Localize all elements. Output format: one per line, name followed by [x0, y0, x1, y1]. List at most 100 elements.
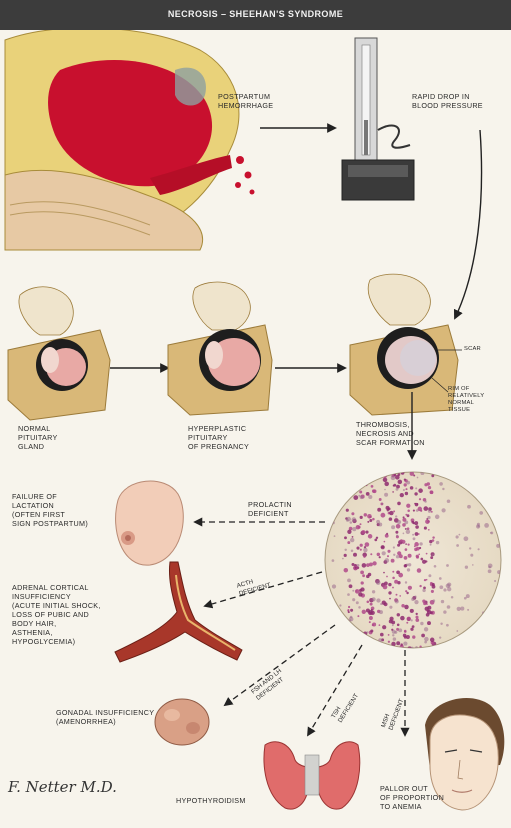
histology-cell: [397, 551, 401, 555]
label-thrombosis: THROMBOSIS, NECROSIS AND SCAR FORMATION: [356, 420, 425, 447]
histology-cell: [415, 532, 419, 536]
histology-cell: [468, 489, 472, 493]
histology-cell: [389, 619, 393, 623]
histology-cell: [414, 503, 416, 505]
histology-cell: [360, 587, 364, 591]
histology-cell: [388, 641, 390, 643]
histology-cell: [370, 603, 373, 606]
histology-cell: [417, 503, 419, 505]
histology-cell: [421, 634, 425, 638]
histology-cell: [400, 539, 403, 542]
histology-cell: [430, 490, 434, 494]
ovary-illustration: [155, 699, 209, 745]
histology-cell: [488, 610, 490, 612]
histology-cell: [363, 548, 367, 552]
histology-cell: [389, 598, 391, 600]
histology-cell: [353, 489, 356, 492]
histology-cell: [352, 628, 355, 631]
label-pallor: PALLOR OUT OF PROPORTION TO ANEMIA: [380, 784, 444, 811]
histology-cell: [384, 602, 388, 606]
histology-micrograph: [325, 468, 502, 650]
histology-cell: [380, 603, 382, 605]
histology-cell: [405, 581, 407, 583]
histology-cell: [419, 542, 422, 545]
histology-cell: [425, 519, 430, 524]
histology-cell: [396, 555, 399, 558]
histology-cell: [416, 509, 419, 512]
histology-cell: [460, 607, 464, 611]
histology-cell: [411, 521, 414, 524]
histology-cell: [346, 509, 349, 512]
histology-cell: [404, 483, 407, 486]
histology-cell: [362, 574, 365, 577]
histology-cell: [349, 627, 351, 629]
histology-cell: [423, 506, 428, 511]
histology-cell: [498, 498, 502, 502]
histology-cell: [369, 621, 371, 623]
histology-cell: [411, 597, 415, 601]
histology-cell: [398, 473, 401, 476]
histology-cell: [431, 590, 434, 593]
histology-cell: [332, 559, 335, 562]
histology-cell: [350, 521, 353, 524]
histology-cell: [405, 514, 407, 516]
histology-cell: [431, 474, 434, 477]
histology-cell: [389, 511, 393, 515]
histology-cell: [397, 613, 400, 616]
histology-cell: [358, 495, 360, 497]
histology-cell: [358, 469, 362, 473]
histology-cell: [367, 521, 369, 523]
histology-cell: [365, 542, 370, 547]
histology-cell: [400, 493, 404, 497]
histology-cell: [358, 606, 361, 609]
histology-cell: [351, 627, 353, 629]
histology-cell: [428, 510, 431, 513]
histology-cell: [338, 493, 342, 497]
histology-cell: [355, 567, 357, 569]
histology-cell: [428, 574, 431, 577]
histology-cell: [439, 482, 443, 486]
histology-cell: [441, 508, 445, 512]
histology-cell: [447, 476, 449, 478]
histology-cell: [403, 533, 405, 535]
histology-cell: [347, 634, 349, 636]
histology-cell: [488, 569, 492, 573]
histology-cell: [352, 536, 354, 538]
histology-cell: [398, 628, 402, 632]
label-adrenal-insufficiency: ADRENAL CORTICAL INSUFFICIENCY (ACUTE IN…: [12, 583, 101, 646]
histology-cell: [342, 558, 344, 560]
histology-cell: [386, 576, 388, 578]
histology-cell: [360, 549, 362, 551]
histology-cell: [386, 471, 388, 473]
histology-cell: [387, 550, 390, 553]
histology-cell: [492, 487, 494, 489]
histology-cell: [395, 515, 397, 517]
histology-cell: [426, 553, 428, 555]
histology-cell: [476, 483, 480, 487]
histology-cell: [336, 624, 339, 627]
histology-cell: [384, 493, 388, 497]
histology-cell: [397, 624, 400, 627]
histology-cell: [370, 553, 372, 555]
histology-cell: [395, 599, 399, 603]
histology-cell: [395, 531, 398, 534]
histology-cell: [430, 638, 434, 642]
histology-cell: [415, 525, 419, 529]
label-postpartum-hemorrhage: POSTPARTUM HEMORRHAGE: [218, 92, 273, 110]
histology-cell: [344, 554, 347, 557]
histology-cell: [347, 578, 351, 582]
histology-cell: [396, 641, 400, 645]
arrow-fsh-lh: [225, 625, 335, 705]
histology-cell: [392, 624, 394, 626]
histology-cell: [372, 518, 375, 521]
normal-pituitary-illustration: [8, 287, 110, 420]
histology-cell: [391, 475, 396, 480]
histology-cell: [397, 544, 400, 547]
histology-cell: [393, 510, 395, 512]
histology-cell: [357, 615, 359, 617]
histology-cell: [413, 537, 416, 540]
histology-cell: [447, 499, 451, 503]
histology-cell: [393, 485, 395, 487]
histology-cell: [371, 597, 375, 601]
arrow-tsh: [308, 645, 362, 735]
